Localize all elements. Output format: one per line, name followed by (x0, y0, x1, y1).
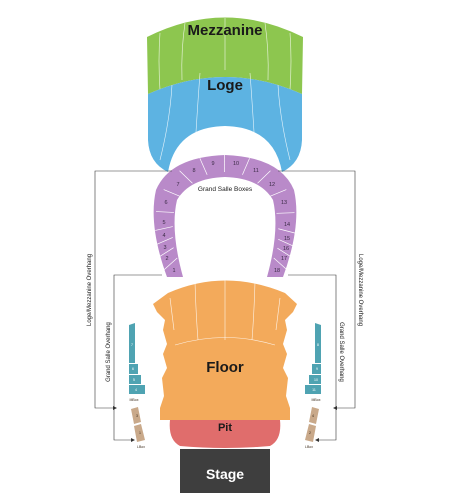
box-number-3[interactable]: 3 (163, 245, 166, 251)
lbox-right-num-4: 4 (312, 414, 314, 418)
lbox-right-label: LBox (305, 445, 313, 449)
mbox-left-num-4: 4 (135, 388, 137, 392)
mezzanine-label: Mezzanine (187, 22, 262, 39)
mbox-right[interactable]: 8 9 10 11 MBox (305, 323, 321, 402)
box-divider (155, 226, 173, 231)
mbox-right-num-10: 10 (314, 378, 318, 382)
grand-salle-boxes-label: Grand Salle Boxes (198, 186, 253, 193)
mbox-right-label: MBox (312, 398, 321, 402)
box-divider (199, 158, 208, 175)
box-number-14[interactable]: 14 (284, 222, 290, 228)
loge-mezzanine-overhang-right: Loge/Mezzanine Overhang (357, 254, 363, 326)
box-divider (158, 247, 174, 258)
box-divider (257, 170, 271, 184)
lbox-left[interactable]: 3 1 LBox (131, 407, 145, 449)
mbox-right-num-8: 8 (317, 343, 319, 347)
lbox-right[interactable]: 4 2 LBox (305, 407, 319, 449)
box-number-8[interactable]: 8 (192, 168, 195, 174)
section-pit[interactable]: Pit (169, 420, 281, 448)
loge-label: Loge (207, 77, 243, 94)
box-number-6[interactable]: 6 (164, 200, 167, 206)
box-number-1[interactable]: 1 (172, 268, 175, 274)
box-number-9[interactable]: 9 (211, 161, 214, 167)
box-divider (273, 257, 288, 271)
section-mezzanine[interactable]: Mezzanine (147, 17, 303, 95)
box-number-16[interactable]: 16 (283, 246, 289, 252)
mbox-left-label: MBox (130, 398, 139, 402)
box-divider (278, 238, 295, 248)
mbox-left-num-7: 7 (131, 343, 133, 347)
overhang-guides (94, 170, 356, 442)
lbox-right-num-2: 2 (309, 431, 311, 435)
box-divider (179, 170, 193, 184)
box-number-13[interactable]: 13 (281, 200, 287, 206)
box-divider (155, 211, 175, 213)
loge-mezzanine-overhang-left: Loge/Mezzanine Overhang (87, 254, 93, 326)
box-number-11[interactable]: 11 (253, 168, 259, 174)
section-stage[interactable]: Stage (180, 449, 270, 493)
pit-label: Pit (218, 422, 232, 434)
section-loge[interactable]: Loge (148, 72, 302, 172)
box-number-5[interactable]: 5 (162, 220, 165, 226)
box-number-4[interactable]: 4 (162, 233, 165, 239)
box-divider (278, 228, 296, 234)
box-divider (163, 257, 178, 271)
box-number-2[interactable]: 2 (165, 256, 168, 262)
floor-label: Floor (206, 359, 244, 376)
mbox-left-num-5: 5 (133, 378, 135, 382)
box-number-15[interactable]: 15 (284, 236, 290, 242)
lbox-left-label: LBox (137, 445, 145, 449)
box-number-7[interactable]: 7 (176, 182, 179, 188)
lbox-left-num-3: 3 (136, 414, 138, 418)
mbox-right-num-9: 9 (316, 367, 318, 371)
section-floor[interactable]: Floor (153, 276, 297, 420)
grand-salle-overhang-right: Grand Salle Overhang (338, 322, 344, 382)
grand-salle-overhang-left: Grand Salle Overhang (106, 322, 112, 382)
mbox-left[interactable]: 7 6 5 4 MBox (129, 323, 145, 402)
box-divider (269, 189, 287, 197)
box-divider (242, 158, 250, 175)
box-number-17[interactable]: 17 (281, 256, 287, 262)
mbox-right-num-11: 11 (312, 388, 316, 392)
lbox-left-num-1: 1 (139, 431, 141, 435)
mbox-left-num-6: 6 (132, 367, 134, 371)
box-divider (277, 247, 293, 259)
box-divider (163, 189, 181, 197)
box-divider (276, 212, 295, 214)
box-number-12[interactable]: 12 (269, 182, 275, 188)
box-divider (156, 237, 173, 245)
box-number-10[interactable]: 10 (233, 161, 239, 167)
box-number-18[interactable]: 18 (274, 268, 280, 274)
stage-label: Stage (206, 466, 244, 482)
